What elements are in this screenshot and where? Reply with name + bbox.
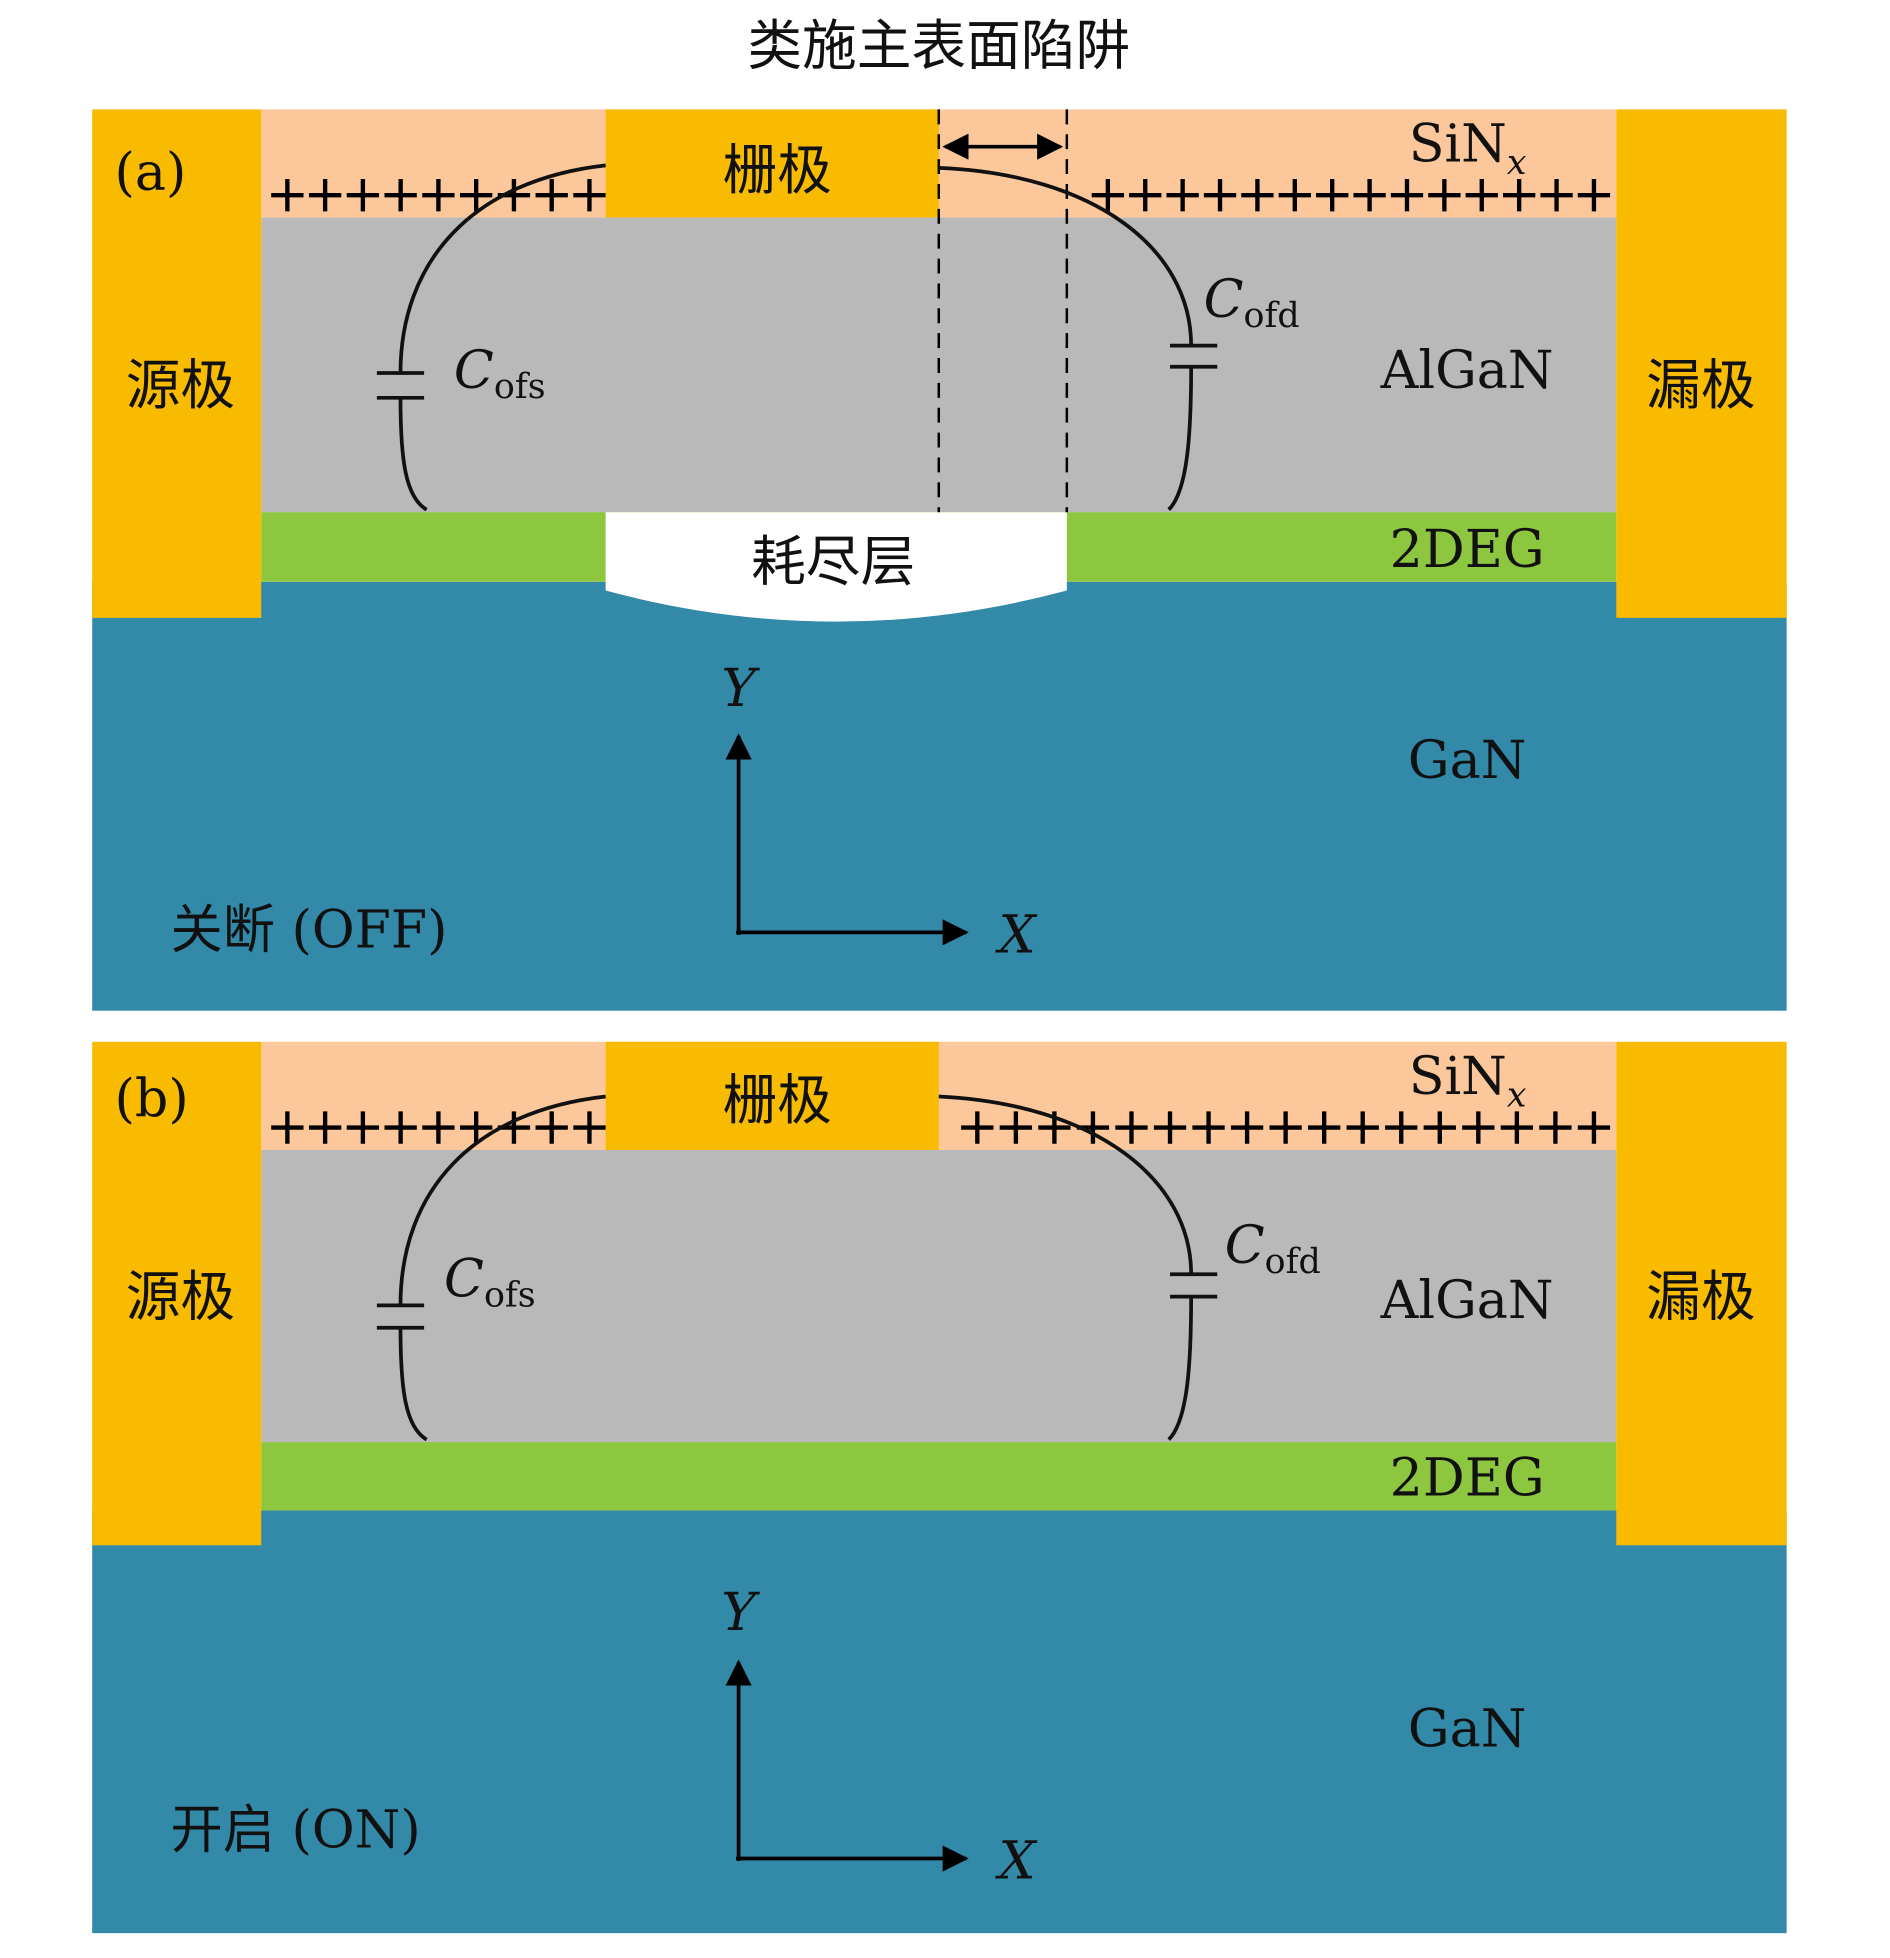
positive-charge-icon	[1269, 1111, 1302, 1144]
cofd-capacitor-icon	[1170, 343, 1218, 369]
charges-right	[961, 1111, 1611, 1144]
cofd-field-line	[938, 1094, 1194, 1441]
positive-charge-icon	[1502, 179, 1536, 212]
positive-charge-icon	[346, 179, 380, 212]
positive-charge-icon	[1153, 1111, 1187, 1144]
positive-charge-icon	[460, 1111, 493, 1144]
positive-charge-icon	[1500, 1111, 1534, 1144]
positive-charge-icon	[1577, 179, 1611, 212]
positive-charge-icon	[1091, 179, 1125, 212]
positive-charge-icon	[346, 1111, 380, 1144]
positive-charge-icon	[1390, 179, 1424, 212]
gan-label: GaN	[1408, 1700, 1527, 1760]
panel-b-on: Cofs Cofd (b) 栅极 SiNx 源极 漏极 AlGaN 2DEG G…	[92, 1041, 1787, 1934]
positive-charge-icon	[271, 179, 304, 212]
positive-charge-icon	[961, 1111, 994, 1144]
positive-charge-icon	[1308, 1111, 1341, 1144]
gan-label: GaN	[1408, 731, 1527, 791]
y-axis-label: Y	[721, 659, 760, 719]
positive-charge-icon	[460, 179, 493, 212]
cofs-field-line	[398, 1094, 606, 1442]
positive-charge-icon	[271, 1111, 304, 1144]
drain-electrode	[1616, 1041, 1787, 1546]
positive-charge-icon	[1428, 179, 1461, 212]
positive-charge-icon	[384, 179, 417, 212]
positive-charge-icon	[1278, 179, 1311, 212]
positive-charge-icon	[1316, 179, 1349, 212]
2deg-label: 2DEG	[1390, 520, 1545, 580]
state-label: 开启 (ON)	[171, 1800, 421, 1860]
positive-charge-icon	[1465, 179, 1498, 212]
cofs-label: Cofs	[444, 1250, 536, 1316]
diagram-title: 类施主表面陷阱	[747, 14, 1130, 78]
cofd-capacitor-icon	[1170, 1272, 1218, 1299]
positive-charge-icon	[999, 1111, 1033, 1144]
drain-label: 漏极	[1646, 1264, 1755, 1328]
positive-charge-icon	[1346, 1111, 1379, 1144]
charges-left	[271, 1111, 606, 1144]
positive-charge-icon	[1192, 1111, 1225, 1144]
gate-electrode	[605, 109, 939, 218]
positive-charge-icon	[1577, 1111, 1611, 1144]
algan-label: AlGaN	[1380, 341, 1554, 401]
panel-a-off: Cofs Cofd (a) 栅极 SiNx 源极 漏极 AlGaN 2DEG 耗…	[92, 109, 1787, 1011]
gate-label: 栅极	[722, 1068, 831, 1132]
gan-layer	[92, 1510, 1787, 1934]
source-electrode	[92, 1041, 262, 1546]
positive-charge-icon	[422, 179, 455, 212]
drain-label: 漏极	[1646, 353, 1755, 417]
positive-charge-icon	[1129, 179, 1162, 212]
positive-charge-icon	[308, 1111, 342, 1144]
2deg-layer	[261, 1442, 1617, 1511]
source-electrode	[92, 109, 262, 618]
algan-layer	[261, 1149, 1617, 1443]
positive-charge-icon	[1353, 179, 1386, 212]
depletion-label: 耗尽层	[751, 530, 915, 594]
cofs-capacitor-icon	[376, 371, 425, 400]
cofs-label: Cofs	[454, 341, 546, 407]
cofs-field-line	[398, 163, 606, 512]
source-label: 源极	[126, 353, 235, 417]
positive-charge-icon	[535, 179, 568, 212]
charges-right	[1091, 179, 1611, 212]
positive-charge-icon	[1539, 1111, 1572, 1144]
positive-charge-icon	[1462, 1111, 1495, 1144]
gate-electrode	[605, 1041, 939, 1150]
positive-charge-icon	[1241, 179, 1274, 212]
source-label: 源极	[126, 1264, 235, 1328]
cofd-field-line	[938, 165, 1194, 512]
x-axis-label: X	[995, 1831, 1038, 1891]
algan-label: AlGaN	[1380, 1271, 1554, 1331]
panel-tag: (b)	[115, 1069, 189, 1129]
positive-charge-icon	[573, 1111, 606, 1144]
charges-left	[271, 179, 606, 212]
positive-charge-icon	[308, 179, 342, 212]
gate-label: 栅极	[722, 138, 831, 202]
state-label: 关断 (OFF)	[171, 900, 448, 960]
panel-tag: (a)	[115, 143, 187, 203]
cofd-label: Cofd	[1225, 1216, 1321, 1282]
cofd-label: Cofd	[1204, 270, 1300, 336]
gan-layer	[92, 581, 1787, 1011]
positive-charge-icon	[422, 1111, 455, 1144]
sin-label: SiNx	[1409, 1047, 1527, 1115]
positive-charge-icon	[1385, 1111, 1418, 1144]
sin-label: SiNx	[1409, 115, 1527, 183]
drain-electrode	[1616, 109, 1787, 618]
y-axis-label: Y	[721, 1583, 760, 1643]
positive-charge-icon	[573, 179, 606, 212]
positive-charge-icon	[1203, 179, 1237, 212]
positive-charge-icon	[384, 1111, 417, 1144]
cofs-capacitor-icon	[376, 1303, 425, 1330]
x-axis-label: X	[995, 905, 1038, 965]
positive-charge-icon	[1166, 179, 1199, 212]
positive-charge-icon	[535, 1111, 568, 1144]
positive-charge-icon	[1230, 1111, 1264, 1144]
depletion-region	[605, 512, 1067, 622]
2deg-label: 2DEG	[1390, 1449, 1545, 1509]
positive-charge-icon	[1423, 1111, 1456, 1144]
positive-charge-icon	[1115, 1111, 1148, 1144]
positive-charge-icon	[1540, 179, 1573, 212]
